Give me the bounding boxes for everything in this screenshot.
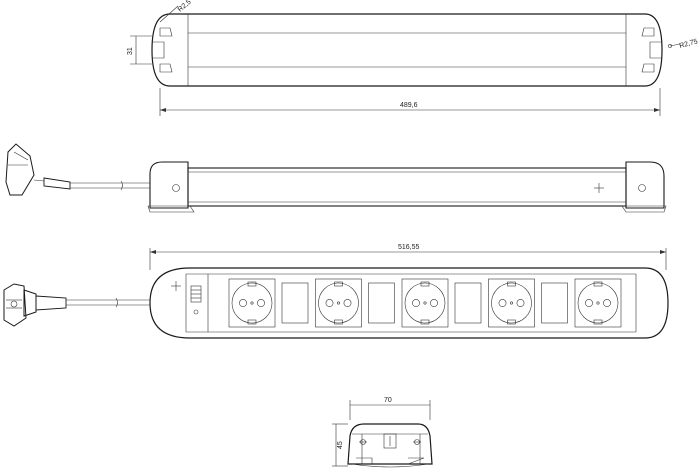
end-view: 70 45 <box>332 397 433 468</box>
front-length-label: 516,55 <box>398 244 420 251</box>
end-height-label: 45 <box>337 441 344 449</box>
socket <box>574 278 622 328</box>
top-radius-right-label: R2,75 <box>679 38 699 50</box>
top-length-label: 489,6 <box>400 102 418 109</box>
socket-group <box>228 278 622 328</box>
socket <box>315 278 362 328</box>
top-radius-left-label: R2,5 <box>177 0 193 14</box>
top-view: R2,5 R2,75 31 489,6 <box>127 0 699 116</box>
socket <box>488 278 535 328</box>
front-view: 516,55 <box>3 244 669 339</box>
spacer-panel <box>281 282 309 324</box>
top-height-label: 31 <box>127 47 134 55</box>
socket <box>228 278 276 328</box>
spacer-panel <box>368 282 395 324</box>
socket <box>401 278 449 328</box>
side-view <box>5 143 667 213</box>
spacer-panel <box>541 282 568 324</box>
spacer-panel <box>454 282 482 324</box>
end-width-label: 70 <box>384 397 392 404</box>
